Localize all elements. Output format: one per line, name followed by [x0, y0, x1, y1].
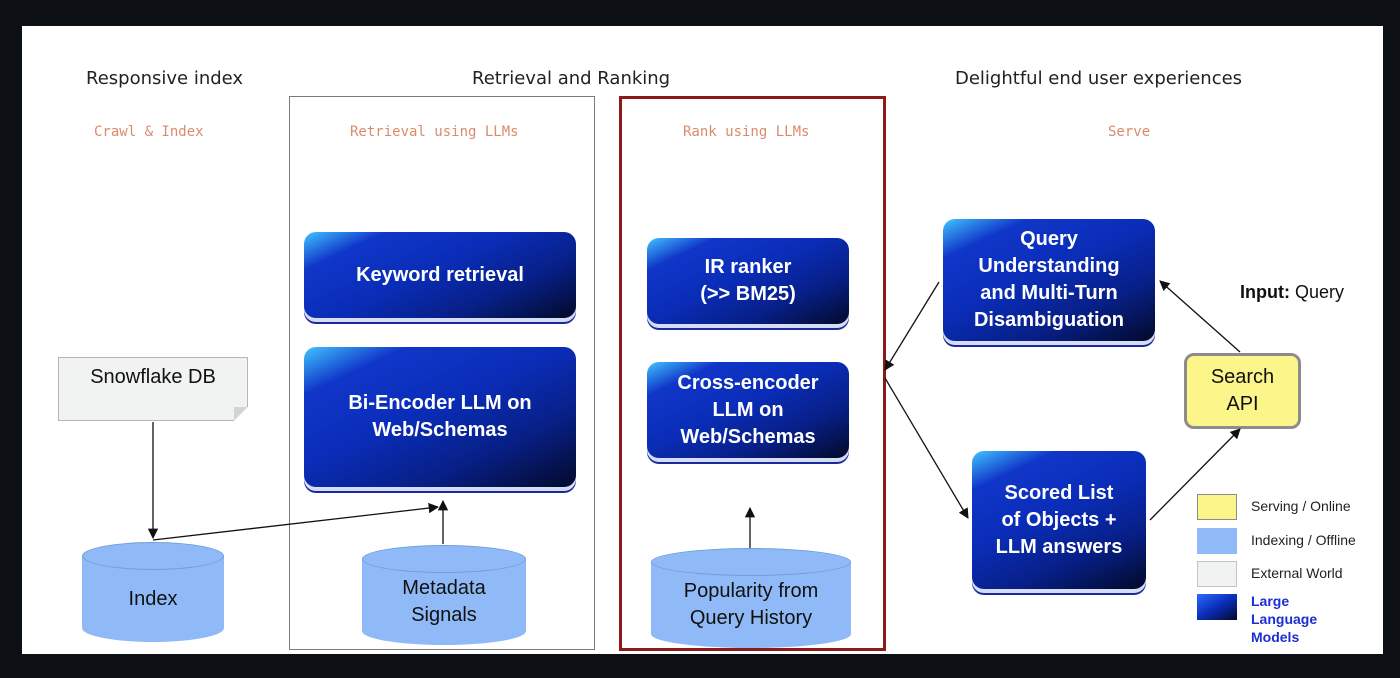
legend-text-external: External World	[1251, 565, 1343, 581]
biencoder-box: Bi-Encoder LLM on Web/Schemas	[304, 347, 576, 487]
popularity-cylinder: Popularity from Query History	[651, 548, 851, 648]
section-title-retrieval-ranking: Retrieval and Ranking	[472, 68, 671, 89]
snowflake-db-note: Snowflake DB	[58, 357, 248, 421]
query-understanding-box: Query Understanding and Multi-Turn Disam…	[943, 219, 1155, 341]
input-label-bold: Input:	[1240, 282, 1290, 302]
index-label: Index	[128, 588, 178, 610]
ir-ranker-label: IR ranker (>> BM25)	[700, 256, 796, 305]
legend-text-serving: Serving / Online	[1251, 498, 1351, 514]
legend-swatch-serving	[1197, 494, 1237, 520]
section-title-delightful: Delightful end user experiences	[955, 68, 1243, 89]
arrow-query-to-rank	[884, 281, 940, 371]
arrows-layer	[147, 280, 1241, 548]
search-api-label: Search API	[1210, 366, 1275, 415]
scored-list-label: Scored List of Objects + LLM answers	[995, 481, 1123, 558]
cross-encoder-box: Cross-encoder LLM on Web/Schemas	[647, 362, 849, 458]
keyword-retrieval-label: Keyword retrieval	[356, 263, 524, 286]
arrow-api-to-query	[1159, 280, 1241, 353]
arrow-index-to-retrieval	[152, 502, 440, 541]
input-label: Input: Query	[1240, 282, 1344, 303]
index-cylinder: Index	[82, 542, 224, 642]
retrieval-frame	[289, 96, 595, 650]
legend-swatch-external	[1197, 561, 1237, 587]
biencoder-label: Bi-Encoder LLM on Web/Schemas	[348, 392, 532, 441]
search-api-box: Search API	[1184, 353, 1301, 429]
input-label-text: Query	[1295, 282, 1345, 302]
ir-ranker-box: IR ranker (>> BM25)	[647, 238, 849, 324]
arrow-scored-to-api	[1149, 428, 1241, 521]
diagram-canvas: Responsive index Retrieval and Ranking D…	[22, 26, 1383, 654]
popularity-label: Popularity from Query History	[683, 580, 819, 629]
note-fold-corner	[234, 407, 248, 421]
stage-label-serve: Serve	[1108, 124, 1151, 140]
snowflake-db-label: Snowflake DB	[90, 366, 216, 388]
rank-frame	[619, 96, 886, 651]
metadata-label: Metadata Signals	[402, 577, 486, 626]
keyword-retrieval-box: Keyword retrieval	[304, 232, 576, 318]
stage-label-rank: Rank using LLMs	[683, 124, 810, 140]
section-title-responsive-index: Responsive index	[86, 68, 244, 89]
scored-list-box: Scored List of Objects + LLM answers	[972, 451, 1146, 589]
legend-text-llm: Large Language Models	[1251, 593, 1318, 645]
legend-swatch-llm	[1197, 594, 1237, 620]
stage-label-crawl: Crawl & Index	[94, 124, 204, 140]
query-understanding-label: Query Understanding and Multi-Turn Disam…	[973, 228, 1124, 331]
legend-swatch-indexing	[1197, 528, 1237, 554]
cross-encoder-label: Cross-encoder LLM on Web/Schemas	[677, 371, 819, 448]
legend-text-indexing: Indexing / Offline	[1251, 532, 1356, 548]
stage-label-retrieval: Retrieval using LLMs	[350, 124, 519, 140]
metadata-cylinder: Metadata Signals	[362, 545, 526, 645]
arrow-rank-to-scored	[884, 377, 969, 519]
